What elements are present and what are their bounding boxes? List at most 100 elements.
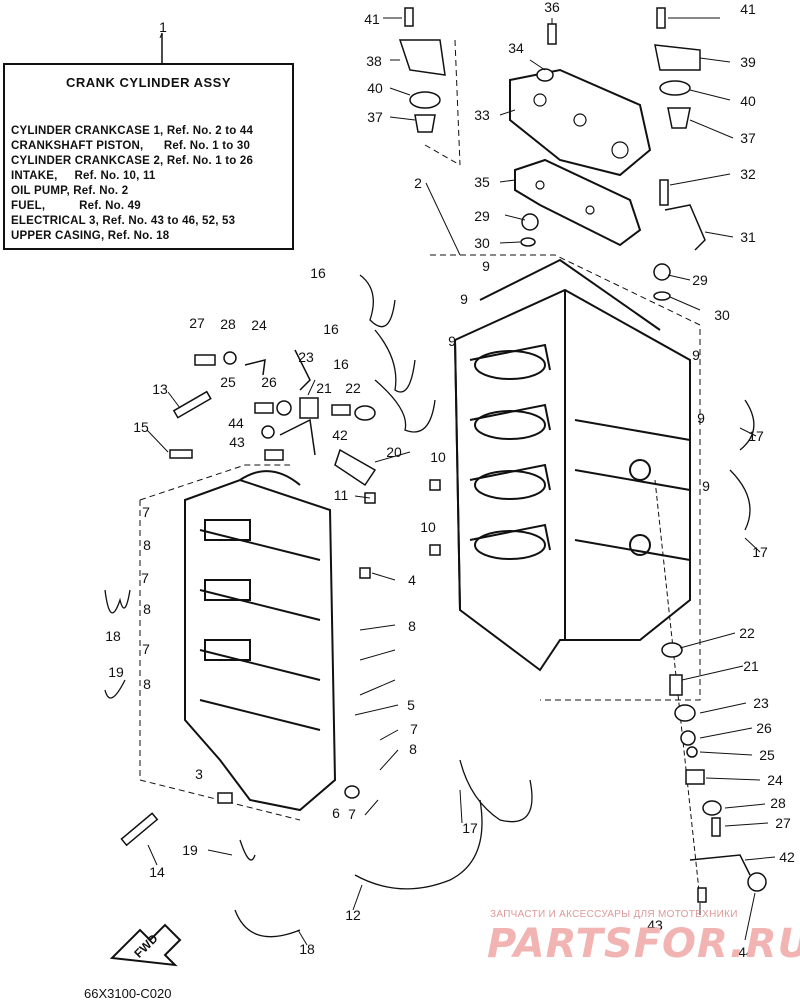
callout-25: 25 <box>759 747 775 763</box>
legend-title: CRANK CYLINDER ASSY <box>65 75 232 90</box>
callout-17: 17 <box>748 428 764 444</box>
callout-23: 23 <box>298 349 314 365</box>
callout-43: 43 <box>647 917 663 933</box>
callout-10: 10 <box>420 519 436 535</box>
callout-27: 27 <box>775 815 791 831</box>
callout-7: 7 <box>141 570 149 586</box>
callout-18: 18 <box>105 628 121 644</box>
watermark-text: ЗАПЧАСТИ И АКСЕССУАРЫ ДЛЯ МОТОТЕХНИКИ <box>490 909 738 920</box>
callout-9: 9 <box>697 410 705 426</box>
cylinder-head-cover <box>509 68 652 247</box>
callout-8: 8 <box>143 601 151 617</box>
callout-8: 8 <box>409 741 417 757</box>
callout-28: 28 <box>220 316 236 332</box>
callout-8: 8 <box>143 537 151 553</box>
callout-20: 20 <box>386 444 402 460</box>
legend-line: UPPER CASING, Ref. No. 18 <box>11 230 170 242</box>
callout-40: 40 <box>367 80 383 96</box>
callout-11: 11 <box>333 487 349 503</box>
callout-7: 7 <box>348 806 356 822</box>
legend-number: 1 <box>159 19 167 35</box>
callout-27: 27 <box>189 315 205 331</box>
callout-9: 9 <box>482 258 490 274</box>
callout-32: 32 <box>740 166 756 182</box>
callout-3: 3 <box>195 766 203 782</box>
callout-40: 40 <box>740 93 756 109</box>
legend-line: OIL PUMP, Ref. No. 2 <box>11 185 129 197</box>
callout-34: 34 <box>508 40 524 56</box>
callout-7: 7 <box>142 641 150 657</box>
callout-18: 18 <box>299 941 315 957</box>
legend-box: CRANK CYLINDER ASSY CYLINDER CRANKCASE 1… <box>3 63 294 250</box>
callout-25: 25 <box>220 374 236 390</box>
watermark-logo: PARTSFOR.RU <box>487 921 800 967</box>
callout-26: 26 <box>261 374 277 390</box>
callout-14: 14 <box>149 864 165 880</box>
callout-44: 44 <box>738 944 754 960</box>
callout-9: 9 <box>460 291 468 307</box>
sensor-stack <box>661 642 767 903</box>
callout-41: 41 <box>364 11 380 27</box>
callout-37: 37 <box>367 109 383 125</box>
callout-7: 7 <box>142 504 150 520</box>
callout-4: 4 <box>408 572 416 588</box>
callout-15: 15 <box>133 419 149 435</box>
callout-16: 16 <box>323 321 339 337</box>
callout-19: 19 <box>108 664 124 680</box>
callout-37: 37 <box>740 130 756 146</box>
callout-12: 12 <box>345 907 361 923</box>
legend-line: CYLINDER CRANKCASE 2, Ref. No. 1 to 26 <box>11 155 254 167</box>
callout-24: 24 <box>251 317 267 333</box>
callout-33: 33 <box>474 107 490 123</box>
callout-22: 22 <box>739 625 755 641</box>
callout-31: 31 <box>740 229 756 245</box>
callout-2: 2 <box>414 175 422 191</box>
legend-line: CYLINDER CRANKCASE 1, Ref. No. 2 to 44 <box>11 125 254 137</box>
legend-line: CRANKSHAFT PISTON, Ref. No. 1 to 30 <box>11 140 251 152</box>
callout-8: 8 <box>143 676 151 692</box>
callout-17: 17 <box>752 544 768 560</box>
callout-21: 21 <box>316 380 332 396</box>
callout-41: 41 <box>740 1 756 17</box>
callout-19: 19 <box>182 842 198 858</box>
callout-30: 30 <box>714 307 730 323</box>
callout-8: 8 <box>408 618 416 634</box>
diagram-code: 66X3100-C020 <box>84 986 172 1001</box>
callout-42: 42 <box>779 849 795 865</box>
legend-line: INTAKE, Ref. No. 10, 11 <box>11 170 156 182</box>
callout-24: 24 <box>767 772 783 788</box>
callout-5: 5 <box>407 697 415 713</box>
fwd-arrow <box>109 923 182 967</box>
callout-36: 36 <box>544 0 560 15</box>
callout-16: 16 <box>310 265 326 281</box>
callout-26: 26 <box>756 720 772 736</box>
crankcase-cover <box>184 470 337 812</box>
legend-line: FUEL, Ref. No. 49 <box>11 200 141 212</box>
callout-23: 23 <box>753 695 769 711</box>
callout-30: 30 <box>474 235 490 251</box>
callout-29: 29 <box>692 272 708 288</box>
callout-22: 22 <box>345 380 361 396</box>
callout-39: 39 <box>740 54 756 70</box>
callout-9: 9 <box>702 478 710 494</box>
callout-16: 16 <box>333 356 349 372</box>
cylinder-crankcase-block <box>453 258 691 672</box>
callout-17: 17 <box>462 820 478 836</box>
callout-35: 35 <box>474 174 490 190</box>
legend-line: ELECTRICAL 3, Ref. No. 43 to 46, 52, 53 <box>11 215 236 227</box>
callout-7: 7 <box>410 721 418 737</box>
callout-44: 44 <box>228 415 244 431</box>
callout-42: 42 <box>332 427 348 443</box>
callout-9: 9 <box>448 333 456 349</box>
callout-29: 29 <box>474 208 490 224</box>
callout-10: 10 <box>430 449 446 465</box>
callout-38: 38 <box>366 53 382 69</box>
callout-13: 13 <box>152 381 168 397</box>
callout-28: 28 <box>770 795 786 811</box>
callout-43: 43 <box>229 434 245 450</box>
callout-9: 9 <box>692 347 700 363</box>
callout-21: 21 <box>743 658 759 674</box>
callout-6: 6 <box>332 805 340 821</box>
